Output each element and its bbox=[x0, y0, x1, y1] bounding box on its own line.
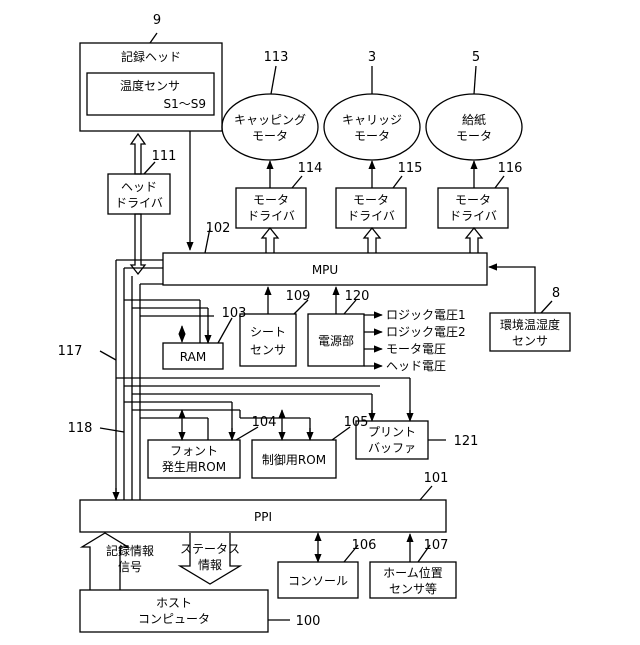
ref-console: 106 bbox=[352, 538, 377, 553]
ref-mpu: 102 bbox=[206, 221, 231, 236]
ref-carriage-motor: 3 bbox=[368, 50, 376, 65]
power-output-2: ロジック電圧2 bbox=[386, 325, 466, 339]
driver-116-line2: ドライバ bbox=[449, 209, 497, 223]
driver-115-line1: モータ bbox=[353, 193, 389, 207]
ref-power: 120 bbox=[345, 289, 370, 304]
host-up-arrow-line1: 記録情報 bbox=[106, 543, 154, 558]
ram-label: RAM bbox=[180, 350, 206, 364]
ref-sheet-sensor: 109 bbox=[286, 289, 311, 304]
power-output-3: モータ電圧 bbox=[386, 342, 446, 356]
carriage-motor-ellipse bbox=[324, 94, 420, 160]
leader-driver-116 bbox=[495, 176, 504, 188]
head-driver-hollow-arrow-up bbox=[131, 134, 145, 174]
sheet-sensor-line2: センサ bbox=[250, 343, 286, 357]
ref-home-sensor: 107 bbox=[424, 538, 449, 553]
leader-driver-114 bbox=[292, 176, 302, 188]
head-driver-hollow-arrow-down bbox=[131, 214, 145, 274]
capping-motor-line1: キャッピング bbox=[234, 113, 306, 127]
ref-driver-114: 114 bbox=[298, 161, 323, 176]
ref-feed-motor: 5 bbox=[472, 50, 480, 65]
ref-driver-115: 115 bbox=[398, 161, 423, 176]
leader-capping-motor bbox=[271, 66, 276, 94]
capping-motor-ellipse bbox=[222, 94, 318, 160]
ref-head-driver: 111 bbox=[152, 149, 177, 164]
leader-env-sensor bbox=[541, 301, 552, 313]
leader-ppi bbox=[420, 486, 432, 500]
ref-font-rom: 104 bbox=[252, 415, 277, 430]
leader-ram bbox=[218, 318, 232, 343]
mpu-label: MPU bbox=[312, 263, 338, 277]
mpu-to-driver-116-arrow bbox=[466, 228, 482, 253]
ref-host: 100 bbox=[296, 614, 321, 629]
host-down-arrow-line1: ステータス bbox=[180, 542, 240, 556]
leader-head bbox=[150, 33, 157, 43]
feed-motor-ellipse bbox=[426, 94, 522, 160]
host-line2: コンピュータ bbox=[138, 612, 210, 626]
leader-feed-motor bbox=[474, 66, 476, 94]
carriage-motor-line1: キャリッジ bbox=[342, 113, 402, 127]
head-title: 記録ヘッド bbox=[121, 49, 181, 64]
driver-114-line2: ドライバ bbox=[247, 209, 295, 223]
head-driver-line2: ドライバ bbox=[115, 196, 163, 210]
console-label: コンソール bbox=[288, 574, 348, 588]
ref-driver-116: 116 bbox=[498, 161, 523, 176]
mpu-to-driver-114-arrow bbox=[262, 228, 278, 253]
feed-motor-line1: 給紙 bbox=[462, 112, 486, 127]
temp-sensor-line1: 温度センサ bbox=[120, 78, 180, 93]
capping-motor-line2: モータ bbox=[252, 129, 288, 143]
power-label: 電源部 bbox=[318, 333, 354, 348]
power-output-4: ヘッド電圧 bbox=[386, 359, 446, 373]
ref-capping-motor: 113 bbox=[264, 50, 289, 65]
font-rom-line2: 発生用ROM bbox=[162, 460, 226, 474]
mpu-to-driver-115-arrow bbox=[364, 228, 380, 253]
ref-ppi: 101 bbox=[424, 471, 449, 486]
env-sensor-to-mpu-arrow bbox=[489, 267, 535, 313]
print-buffer-line1: プリント bbox=[368, 425, 416, 439]
ref-print-buffer: 121 bbox=[454, 434, 479, 449]
temp-sensor-line2: S1～S9 bbox=[163, 97, 206, 111]
head-driver-line1: ヘッド bbox=[121, 180, 157, 194]
leader-driver-115 bbox=[393, 176, 402, 188]
env-sensor-line2: センサ bbox=[512, 334, 548, 348]
power-output-1: ロジック電圧1 bbox=[386, 308, 466, 322]
feed-motor-line2: モータ bbox=[456, 129, 492, 143]
ref-env-sensor: 8 bbox=[552, 286, 560, 301]
home-sensor-line2: センサ等 bbox=[389, 582, 437, 596]
ctrl-rom-label: 制御用ROM bbox=[262, 452, 326, 467]
ref-ram: 103 bbox=[222, 306, 247, 321]
driver-114-line1: モータ bbox=[253, 193, 289, 207]
carriage-motor-line2: モータ bbox=[354, 129, 390, 143]
env-sensor-line1: 環境温湿度 bbox=[500, 317, 560, 332]
leader-bus-117 bbox=[100, 351, 116, 360]
print-buffer-line2: バッファ bbox=[368, 441, 416, 455]
sheet-sensor-line1: シート bbox=[250, 325, 286, 339]
ref-ctrl-rom: 105 bbox=[344, 415, 369, 430]
driver-115-line2: ドライバ bbox=[347, 209, 395, 223]
host-line1: ホスト bbox=[156, 596, 192, 610]
ref-head: 9 bbox=[153, 13, 161, 28]
font-rom-line1: フォント bbox=[170, 444, 218, 458]
sheet-sensor-block bbox=[240, 314, 296, 366]
ref-bus-117: 117 bbox=[58, 344, 83, 359]
leader-bus-118 bbox=[100, 428, 124, 432]
host-up-arrow-line2: 信号 bbox=[118, 560, 142, 574]
host-down-arrow-line2: 情報 bbox=[198, 558, 222, 572]
home-sensor-line1: ホーム位置 bbox=[383, 565, 443, 580]
driver-116-line1: モータ bbox=[455, 193, 491, 207]
ref-bus-118: 118 bbox=[68, 421, 93, 436]
ppi-label: PPI bbox=[254, 510, 272, 524]
